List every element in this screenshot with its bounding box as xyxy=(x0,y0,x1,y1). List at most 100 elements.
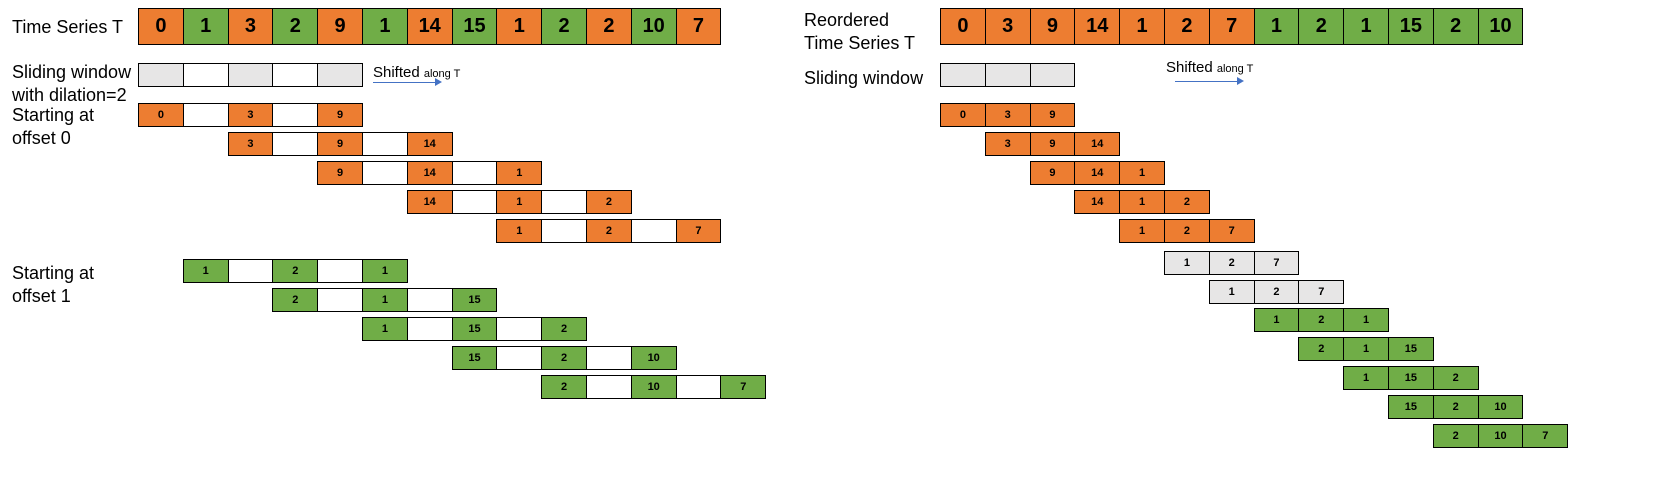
offset-0-cell xyxy=(272,132,319,156)
right-window-cell xyxy=(1029,63,1076,87)
offset-0-cell xyxy=(451,190,498,214)
reordered-series-cell: 1 xyxy=(1119,8,1165,45)
reordered-series-cell: 2 xyxy=(1164,8,1210,45)
offset-1-cell: 2 xyxy=(541,375,587,399)
offset-0-cell: 2 xyxy=(586,190,632,214)
offset-1-cell xyxy=(496,317,543,341)
offset-0-cell: 9 xyxy=(317,161,363,185)
series-cell: 1 xyxy=(362,8,408,45)
shift-arrow xyxy=(373,78,442,86)
offset-1-cell xyxy=(586,375,632,399)
series-cell: 7 xyxy=(675,8,722,45)
reordered-window-cell: 1 xyxy=(1119,161,1165,185)
sliding-window-label: Sliding window xyxy=(12,62,132,82)
dilation-label: with dilation=2 xyxy=(12,85,127,105)
offset-1-cell xyxy=(227,259,274,283)
reordered-series-cell: 14 xyxy=(1074,8,1121,45)
reordered-window-cell: 9 xyxy=(1029,132,1076,156)
offset-1-cell: 2 xyxy=(541,346,587,370)
series-cell: 10 xyxy=(630,8,677,45)
reordered-window-cell: 2 xyxy=(1208,251,1255,275)
reordered-window-cell: 2 xyxy=(1164,190,1210,214)
right-shifted-caption: Shifted along T xyxy=(1166,59,1253,76)
reordered-series-cell: 1 xyxy=(1253,8,1300,45)
offset-0-cell: 14 xyxy=(406,190,453,214)
reordered-window-cell: 1 xyxy=(1119,219,1165,243)
reordered-window-cell: 10 xyxy=(1477,424,1524,448)
offset-1-cell: 15 xyxy=(451,288,498,312)
series-cell: 3 xyxy=(227,8,274,45)
window-cell xyxy=(138,63,184,87)
window-cell xyxy=(317,63,363,87)
offset-0-cell: 0 xyxy=(138,103,184,127)
reordered-series-cell: 3 xyxy=(984,8,1031,45)
reordered-window-cell: 2 xyxy=(1253,280,1300,304)
offset-1-cell: 2 xyxy=(272,259,319,283)
reordered-series-cell: 10 xyxy=(1477,8,1524,45)
offset-0-label-line-2: offset 0 xyxy=(12,128,71,148)
right-window-cell xyxy=(984,63,1031,87)
time-series-label: Time Series T xyxy=(12,17,124,37)
offset-0-cell: 9 xyxy=(317,103,363,127)
right-shifted-small-text: along T xyxy=(1216,63,1254,75)
right-sliding-window-label: Sliding window xyxy=(804,68,924,88)
reordered-window-cell: 15 xyxy=(1388,395,1434,419)
reordered-window-cell: 14 xyxy=(1074,161,1121,185)
offset-0-cell xyxy=(541,190,587,214)
reordered-window-cell: 2 xyxy=(1298,337,1345,361)
offset-1-cell: 7 xyxy=(720,375,767,399)
reordered-window-cell: 7 xyxy=(1208,219,1255,243)
offset-1-cell xyxy=(675,375,722,399)
reordered-window-cell: 1 xyxy=(1343,337,1389,361)
series-cell: 9 xyxy=(317,8,363,45)
offset-1-cell: 2 xyxy=(541,317,587,341)
reordered-window-cell: 7 xyxy=(1253,251,1300,275)
shifted-small-text: along T xyxy=(423,68,461,80)
offset-1-cell: 10 xyxy=(630,375,677,399)
reordered-series-label-line-2: Time Series T xyxy=(804,33,916,53)
reordered-window-cell: 1 xyxy=(1343,366,1389,390)
reordered-window-cell: 3 xyxy=(984,132,1031,156)
offset-0-cell xyxy=(182,103,229,127)
offset-1-cell: 10 xyxy=(630,346,677,370)
shifted-caption: Shifted along T xyxy=(373,64,460,81)
offset-0-cell: 1 xyxy=(496,190,543,214)
offset-0-label-line-1: Starting at xyxy=(12,105,95,125)
offset-1-cell: 2 xyxy=(272,288,319,312)
offset-1-cell xyxy=(496,346,543,370)
reordered-window-cell: 2 xyxy=(1432,395,1479,419)
window-cell xyxy=(272,63,319,87)
offset-0-cell xyxy=(272,103,319,127)
series-cell: 1 xyxy=(496,8,543,45)
reordered-window-cell: 9 xyxy=(1029,103,1076,127)
reordered-series-cell: 0 xyxy=(940,8,986,45)
offset-1-cell xyxy=(586,346,632,370)
window-cell xyxy=(227,63,274,87)
offset-0-cell: 14 xyxy=(406,132,453,156)
offset-0-cell xyxy=(362,161,408,185)
series-cell: 2 xyxy=(586,8,632,45)
offset-0-cell xyxy=(362,132,408,156)
reordered-window-cell: 1 xyxy=(1253,308,1300,332)
reordered-window-cell: 7 xyxy=(1298,280,1345,304)
offset-1-cell: 1 xyxy=(362,259,408,283)
offset-1-label-line-1: Starting at xyxy=(12,263,95,283)
right-window-cell xyxy=(940,63,986,87)
reordered-window-cell: 3 xyxy=(984,103,1031,127)
reordered-window-cell: 14 xyxy=(1074,132,1121,156)
offset-0-cell xyxy=(541,219,587,243)
reordered-series-cell: 7 xyxy=(1208,8,1255,45)
reordered-series-label-line-1: Reordered xyxy=(804,10,890,30)
offset-1-cell: 1 xyxy=(362,288,408,312)
offset-0-cell xyxy=(451,161,498,185)
offset-1-cell xyxy=(317,288,363,312)
offset-0-cell: 3 xyxy=(227,103,274,127)
offset-1-cell: 1 xyxy=(182,259,229,283)
reordered-window-cell: 10 xyxy=(1477,395,1524,419)
offset-0-cell: 3 xyxy=(227,132,274,156)
series-cell: 2 xyxy=(272,8,319,45)
offset-0-cell: 1 xyxy=(496,161,543,185)
offset-0-cell: 14 xyxy=(406,161,453,185)
reordered-window-cell: 14 xyxy=(1074,190,1121,214)
reordered-window-cell: 2 xyxy=(1432,424,1479,448)
